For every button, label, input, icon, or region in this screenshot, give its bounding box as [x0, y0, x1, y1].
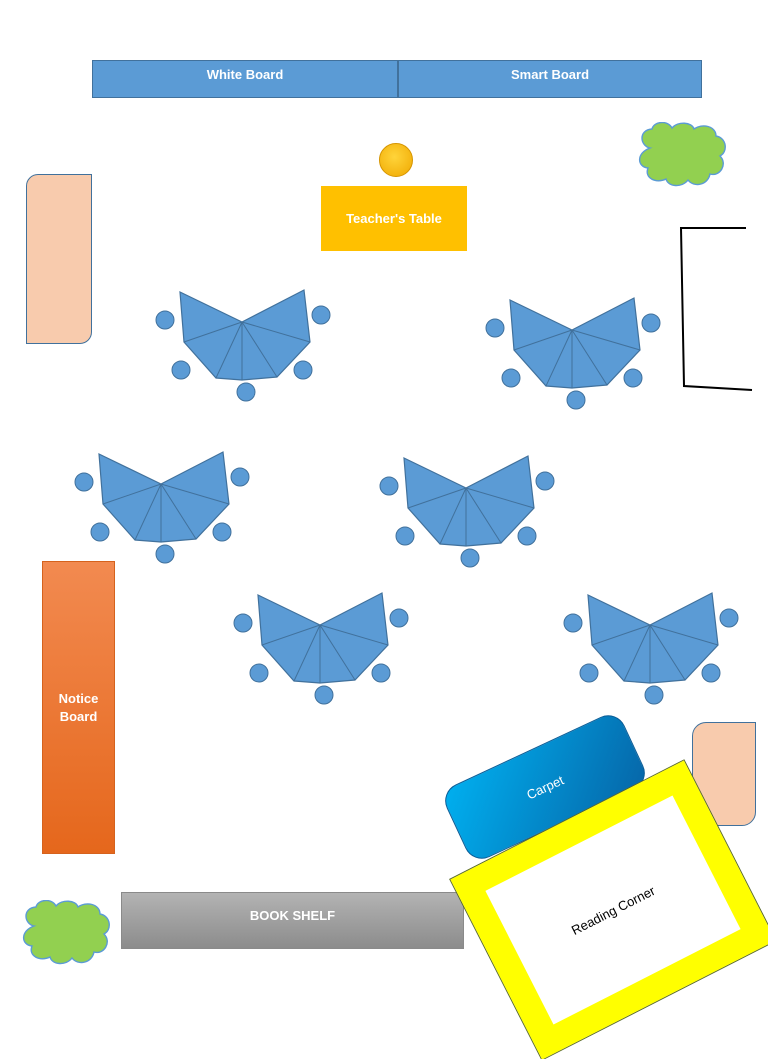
table-divider — [102, 483, 162, 505]
notice-board-label-line1: Notice — [58, 691, 99, 706]
student-chair — [371, 663, 391, 683]
table-divider — [571, 329, 608, 386]
student-chair — [623, 368, 643, 388]
table-divider — [160, 483, 197, 540]
student-chair — [236, 382, 256, 402]
smart-board: Smart Board — [398, 60, 702, 98]
table-groups — [74, 289, 739, 705]
student-chair — [501, 368, 521, 388]
student-chair — [379, 476, 399, 496]
student-chair — [389, 608, 409, 628]
cabinet-left — [26, 174, 92, 344]
teacher-table: Teacher's Table — [321, 186, 467, 251]
student-chair — [395, 526, 415, 546]
student-chair — [314, 685, 334, 705]
student-chair — [460, 548, 480, 568]
student-chair — [155, 310, 175, 330]
table-divider — [591, 624, 651, 646]
group-table — [403, 455, 535, 547]
student-chair — [719, 608, 739, 628]
table-divider — [465, 487, 502, 544]
group-table — [587, 592, 719, 684]
table-divider — [649, 624, 686, 681]
teacher-table-label: Teacher's Table — [346, 211, 442, 226]
table-divider — [261, 624, 321, 646]
student-chair — [517, 526, 537, 546]
student-chair — [563, 613, 583, 633]
student-chair — [74, 472, 94, 492]
student-chair — [485, 318, 505, 338]
table-divider — [513, 329, 573, 351]
student-chair — [233, 613, 253, 633]
table-divider — [241, 321, 311, 343]
teacher-chair — [379, 143, 413, 177]
table-divider — [215, 321, 243, 379]
table-divider — [439, 487, 467, 545]
book-shelf: BOOK SHELF — [121, 892, 464, 949]
student-chair — [579, 663, 599, 683]
table-divider — [319, 624, 389, 646]
table-divider — [241, 321, 278, 378]
table-group — [379, 455, 555, 568]
plant-bottom-left — [22, 900, 110, 965]
table-divider — [545, 329, 573, 387]
white-board-label: White Board — [206, 67, 284, 82]
student-chair — [171, 360, 191, 380]
student-chair — [293, 360, 313, 380]
table-group — [485, 297, 661, 410]
group-table — [179, 289, 311, 381]
table-group — [155, 289, 331, 402]
student-chair — [212, 522, 232, 542]
floor-plan-shapes — [22, 122, 753, 965]
student-chair — [641, 313, 661, 333]
student-chair — [566, 390, 586, 410]
student-chair — [230, 467, 250, 487]
table-divider — [623, 624, 651, 682]
student-chair — [311, 305, 331, 325]
group-table — [509, 297, 641, 389]
book-shelf-label: BOOK SHELF — [249, 908, 336, 923]
table-divider — [183, 321, 243, 343]
table-group — [233, 592, 409, 705]
table-group — [563, 592, 739, 705]
table-divider — [293, 624, 321, 682]
notice-board-label-line2: Board — [59, 709, 98, 724]
table-divider — [319, 624, 356, 681]
table-group — [74, 451, 250, 564]
group-table — [257, 592, 389, 684]
white-board: White Board — [92, 60, 398, 98]
table-divider — [649, 624, 719, 646]
table-divider — [407, 487, 467, 509]
student-chair — [90, 522, 110, 542]
table-divider — [160, 483, 230, 505]
student-chair — [155, 544, 175, 564]
student-chair — [535, 471, 555, 491]
student-chair — [249, 663, 269, 683]
student-chair — [701, 663, 721, 683]
notice-board: Notice Board — [42, 561, 115, 854]
table-divider — [465, 487, 535, 509]
smart-board-label: Smart Board — [510, 67, 590, 82]
table-divider — [134, 483, 162, 541]
group-table — [98, 451, 230, 543]
table-divider — [571, 329, 641, 351]
plant-top-right — [638, 122, 726, 187]
student-chair — [644, 685, 664, 705]
door-frame — [679, 227, 753, 391]
